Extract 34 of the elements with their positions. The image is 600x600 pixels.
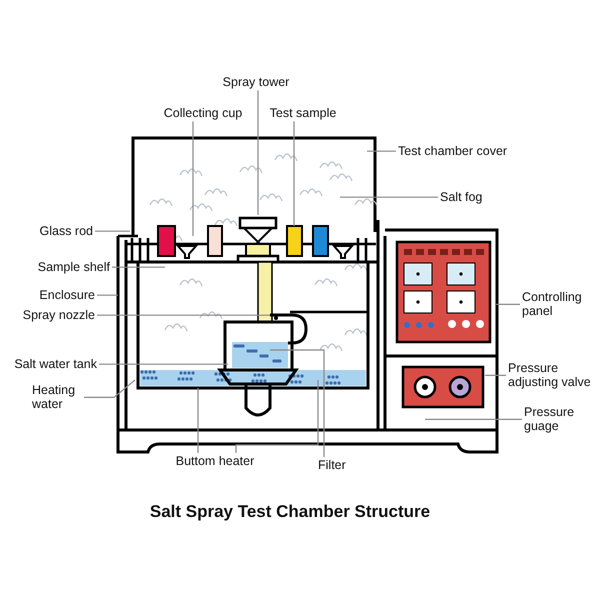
- leader-line: [197, 388, 199, 453]
- leader-line: [257, 90, 259, 215]
- part-label: Sample shelf: [38, 260, 110, 274]
- part-label: Spray nozzle: [22, 308, 95, 322]
- part-label: Buttom heater: [176, 454, 254, 468]
- leader-line: [367, 150, 396, 152]
- part-label: Salt water tank: [14, 357, 97, 372]
- leader-line: [425, 418, 522, 420]
- part-label: Salt fog: [440, 190, 482, 204]
- part-label: Glass rod: [40, 224, 93, 238]
- leader-line: [84, 380, 136, 398]
- part-label: Spray tower: [222, 75, 290, 90]
- diagram-title: Salt Spray Test Chamber Structure: [148, 502, 432, 522]
- leader-line: [192, 121, 194, 236]
- leader-line: [235, 380, 319, 453]
- part-label: Test sample: [270, 106, 336, 120]
- part-label: Collecting cup: [164, 106, 242, 120]
- leader-line: [496, 304, 520, 305]
- part-label: Filter: [318, 458, 346, 472]
- part-label: Pressure guage: [524, 405, 584, 434]
- part-label: Pressure adjusting valve: [508, 361, 600, 390]
- part-label: Test chamber cover: [398, 144, 508, 158]
- leader-line: [485, 374, 506, 376]
- leader-line: [97, 314, 270, 316]
- leader-line: [97, 294, 118, 296]
- leader-line: [270, 349, 325, 457]
- leader-line: [112, 266, 165, 268]
- part-label: Enclosure: [39, 288, 95, 302]
- part-label: Controlling panel: [522, 290, 600, 319]
- leader-line: [99, 364, 228, 365]
- leader-line: [340, 196, 438, 198]
- leader-line: [95, 230, 130, 232]
- leader-line: [293, 121, 295, 226]
- part-label: Heating water: [32, 383, 82, 412]
